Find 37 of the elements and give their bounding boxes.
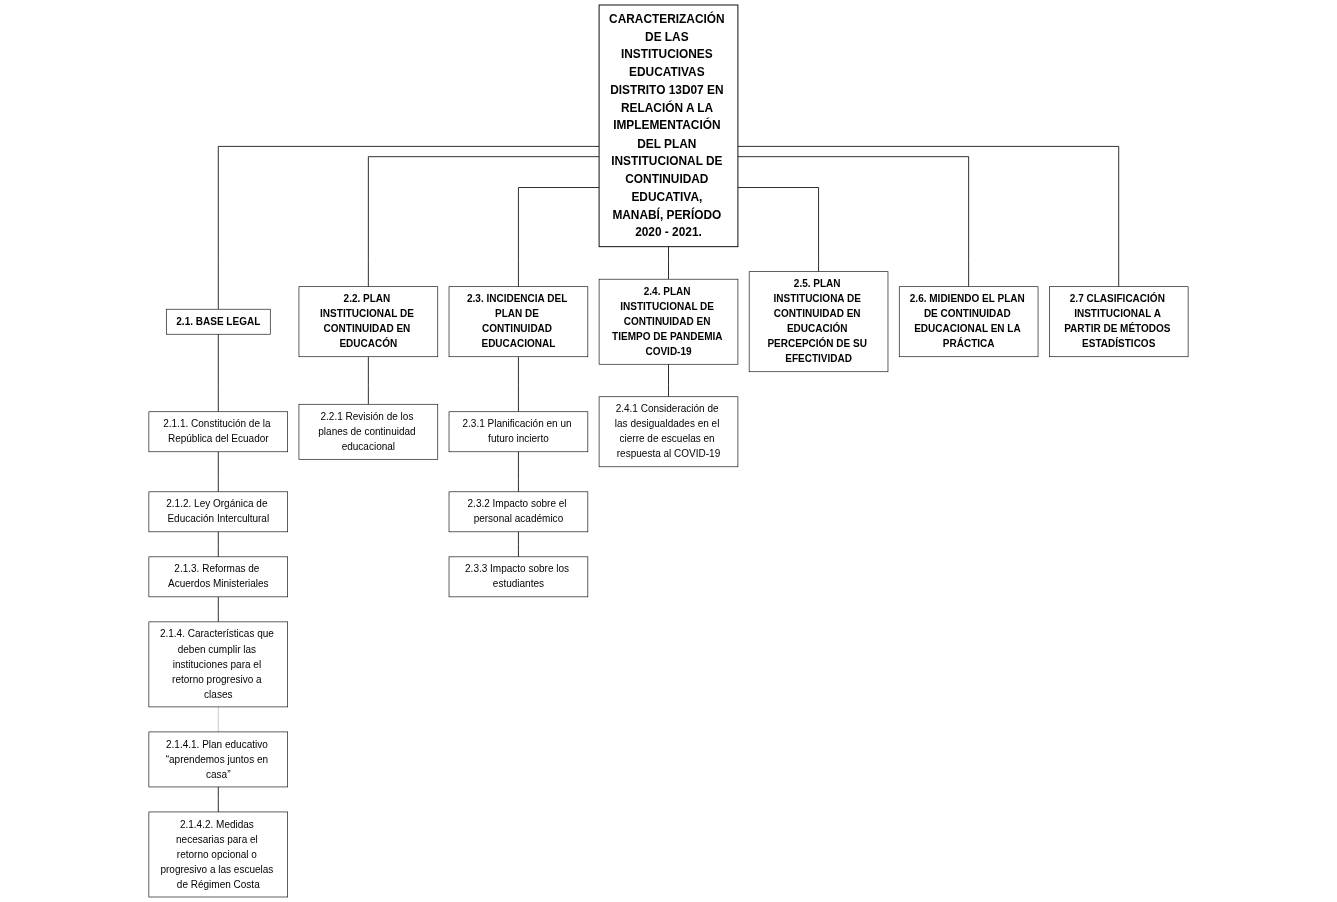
- connector: [217, 786, 219, 813]
- node-box: 2.1.4. Características que deben cumplir las instituciones para el retorno progresivo a clases: [148, 621, 288, 708]
- node-box: 2.3.1 Planificación en un futuro incierto: [448, 411, 589, 453]
- node-box: 2.1.2. Ley Orgánica de Educación Intercultural: [148, 491, 288, 533]
- node-box: 2.4. PLAN INSTITUCIONAL DE CONTINUIDAD EN TIEMPO DE PANDEMIA COVID-19: [598, 278, 739, 365]
- connector: [367, 156, 600, 288]
- connector: [217, 706, 219, 733]
- connector: [518, 451, 519, 493]
- node-box: 2.1. BASE LEGAL: [166, 308, 271, 335]
- node-box: 2.4.1 Consideración de las desigualdades en el cierre de escuelas en respuesta al COVID-19: [598, 396, 739, 468]
- node-box: CARACTERIZACIÓN DE LAS INSTITUCIONES EDUCATIVAS DISTRITO 13D07 EN RELACIÓN A LA IMPLEMENTACIÓN DEL PLAN INSTITUCIONAL DE CONTINUIDAD EDUCATIVA, MANABÍ, PERÍODO 2020 - 2021.: [598, 4, 739, 248]
- connector: [518, 531, 519, 558]
- node-box: 2.5. PLAN INSTITUCIONA DE CONTINUIDAD EN EDUCACIÓN PERCEPCIÓN DE SU EFECTIVIDAD: [748, 271, 889, 373]
- connector: [518, 356, 519, 413]
- connector: [737, 146, 1120, 288]
- node-box: 2.1.1. Constitución de la República del Ecuador: [148, 411, 288, 453]
- connector: [217, 531, 219, 558]
- connector: [737, 187, 819, 273]
- connector: [217, 146, 600, 310]
- node-box: 2.3.3 Impacto sobre los estudiantes: [448, 556, 589, 598]
- node-box: 2.7 CLASIFICACIÓN INSTITUCIONAL A PARTIR DE MÉTODOS ESTADÍSTICOS: [1049, 286, 1189, 358]
- node-box: 2.6. MIDIENDO EL PLAN DE CONTINUIDAD EDUCACIONAL EN LA PRÁCTICA: [898, 286, 1039, 358]
- node-box: 2.1.4.2. Medidas necesarias para el retorno opcional o progresivo a las escuelas de Régimen Costa: [148, 811, 288, 898]
- node-box: 2.3. INCIDENCIA DEL PLAN DE CONTINUIDAD EDUCACIONAL: [448, 286, 589, 358]
- connector: [518, 187, 600, 288]
- node-box: 2.2.1 Revisión de los planes de continuidad educacional: [298, 403, 439, 460]
- connector: [217, 596, 219, 623]
- connector: [217, 333, 219, 413]
- node-box: 2.1.4.1. Plan educativo “aprendemos juntos en casa”: [148, 731, 288, 788]
- connector: [668, 246, 669, 280]
- connector: [668, 363, 669, 398]
- connector: [737, 156, 970, 288]
- node-box: 2.3.2 Impacto sobre el personal académico: [448, 491, 589, 533]
- connector: [367, 356, 369, 405]
- node-box: 2.1.3. Reformas de Acuerdos Ministeriales: [148, 556, 288, 598]
- connector: [217, 451, 219, 493]
- node-box: 2.2. PLAN INSTITUCIONAL DE CONTINUIDAD EN EDUCACÓN: [298, 286, 439, 358]
